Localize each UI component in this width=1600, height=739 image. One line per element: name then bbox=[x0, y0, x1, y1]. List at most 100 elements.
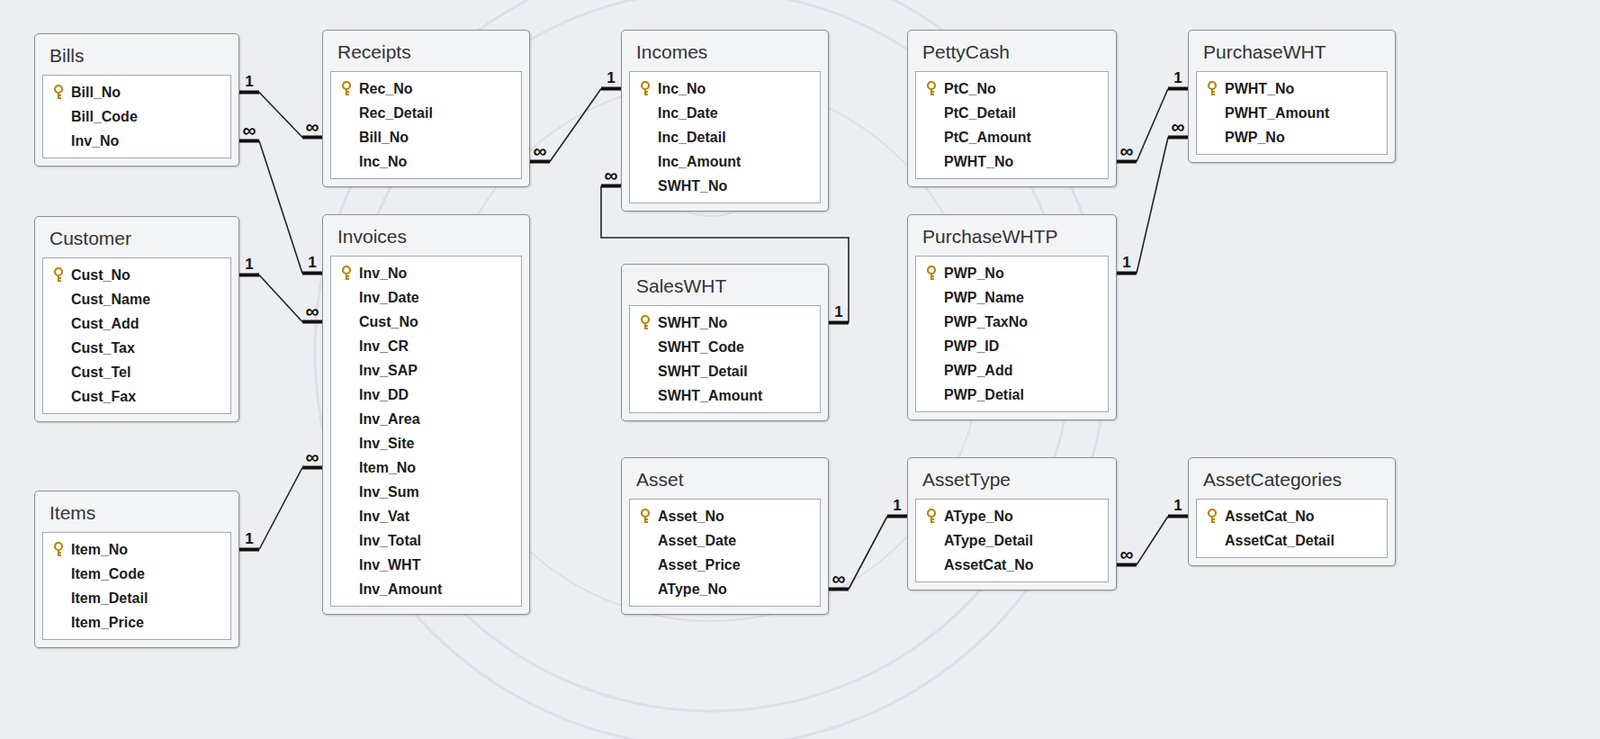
cardinality-mark: ∞ bbox=[305, 446, 320, 466]
field-row: Inc_No bbox=[331, 149, 522, 174]
field-name: Bill_No bbox=[359, 129, 409, 145]
cardinality-mark: ∞ bbox=[1120, 543, 1134, 563]
table-title: Bills bbox=[35, 34, 239, 75]
field-name: Inv_SAP bbox=[359, 362, 418, 378]
field-row: Inc_No bbox=[629, 76, 820, 101]
field-name: Inv_No bbox=[359, 265, 407, 281]
table-box: BillsBill_NoBill_CodeInv_No bbox=[34, 33, 240, 167]
relationship-line bbox=[828, 516, 908, 590]
table-title: PettyCash bbox=[907, 30, 1116, 72]
field-name: Item_No bbox=[359, 459, 416, 476]
seal-rings bbox=[314, 0, 1107, 739]
field-name: Item_No bbox=[71, 541, 128, 558]
field-row: Cust_Add bbox=[43, 311, 231, 336]
table-box: CustomerCust_NoCust_NameCust_AddCust_Tax… bbox=[34, 215, 240, 423]
relationship-end bbox=[1168, 514, 1188, 519]
field-row: Item_Code bbox=[43, 561, 231, 586]
cardinality-mark: ∞ bbox=[832, 567, 846, 587]
field-row: Inv_WHT bbox=[331, 552, 522, 577]
field-name: SWHT_Amount bbox=[657, 387, 763, 404]
relationship-end bbox=[1116, 160, 1137, 164]
field-row: Inv_Total bbox=[331, 528, 522, 553]
primary-key-icon bbox=[1204, 80, 1220, 97]
cardinality-mark: ∞ bbox=[533, 140, 548, 160]
table-title: SalesWHT bbox=[621, 264, 828, 306]
table-box: PurchaseWHTPPWP_NoPWP_NamePWP_TaxNoPWP_I… bbox=[907, 214, 1117, 421]
field-row: Inv_Area bbox=[331, 406, 522, 432]
field-row: Bill_No bbox=[331, 125, 522, 150]
field-name: SWHT_Code bbox=[657, 339, 745, 355]
field-name: PWP_No bbox=[1224, 129, 1286, 145]
field-row: Inc_Amount bbox=[629, 149, 820, 174]
field-name: PWP_TaxNo bbox=[943, 314, 1028, 330]
field-row: Inv_No bbox=[43, 128, 231, 153]
field-list: PWP_NoPWP_NamePWP_TaxNoPWP_IDPWP_AddPWP_… bbox=[915, 255, 1109, 413]
field-name: Inc_No bbox=[359, 153, 407, 170]
relationship-path bbox=[549, 89, 602, 162]
field-row: Inv_Amount bbox=[331, 576, 522, 602]
field-row: Rec_No bbox=[331, 76, 522, 101]
relationship-end bbox=[1116, 563, 1137, 567]
field-row: Item_Price bbox=[43, 610, 231, 635]
field-list: Inv_NoInv_DateCust_NoInv_CRInv_SAPInv_DD… bbox=[330, 255, 522, 607]
field-row: Cust_Fax bbox=[43, 384, 231, 409]
field-list: Cust_NoCust_NameCust_AddCust_TaxCust_Tel… bbox=[42, 257, 232, 414]
cardinality-mark: 1 bbox=[244, 255, 253, 271]
relationship-end bbox=[239, 273, 260, 278]
field-name: Inv_WHT bbox=[359, 557, 421, 573]
cardinality-mark: ∞ bbox=[1171, 116, 1186, 135]
field-row: PWHT_Amount bbox=[1196, 100, 1387, 126]
primary-key-icon bbox=[924, 508, 939, 524]
field-row: PWP_Add bbox=[916, 358, 1108, 383]
field-name: AType_No bbox=[943, 508, 1014, 524]
primary-key-icon bbox=[51, 84, 66, 100]
field-row: AType_No bbox=[629, 576, 820, 602]
field-name: Cust_Add bbox=[71, 315, 140, 332]
field-list: Asset_NoAsset_DateAsset_PriceAType_No bbox=[629, 498, 821, 607]
field-row: AType_No bbox=[916, 503, 1108, 529]
cardinality-mark: ∞ bbox=[1120, 140, 1134, 160]
field-row: PtC_Amount bbox=[916, 125, 1108, 150]
field-name: PWP_No bbox=[943, 265, 1005, 281]
field-row: Bill_No bbox=[43, 80, 231, 105]
field-name: Inv_Date bbox=[359, 289, 420, 306]
field-row: Item_No bbox=[331, 455, 522, 480]
relationship-end bbox=[239, 139, 260, 144]
field-name: Cust_No bbox=[71, 267, 131, 283]
relationship-end bbox=[239, 548, 260, 552]
field-name: Inc_Detail bbox=[657, 129, 727, 145]
field-row: PtC_Detail bbox=[916, 100, 1108, 126]
field-list: Bill_NoBill_CodeInv_No bbox=[42, 74, 232, 159]
field-row: Inv_Vat bbox=[331, 503, 522, 529]
table-title: AssetType bbox=[907, 458, 1116, 499]
field-row: Inv_No bbox=[331, 260, 522, 286]
field-row: Item_No bbox=[43, 537, 231, 562]
cardinality-mark: 1 bbox=[244, 530, 253, 546]
primary-key-icon bbox=[638, 314, 653, 331]
primary-key-icon bbox=[339, 265, 354, 281]
field-row: AssetCat_No bbox=[916, 552, 1108, 577]
primary-key-icon bbox=[1204, 508, 1220, 524]
field-name: Asset_Price bbox=[657, 557, 741, 573]
field-row: AType_Detail bbox=[916, 528, 1108, 553]
table-title: Asset bbox=[621, 458, 828, 499]
primary-key-icon bbox=[339, 80, 354, 97]
relationship-end bbox=[302, 271, 323, 276]
field-list: Rec_NoRec_DetailBill_NoInc_No bbox=[330, 71, 522, 180]
relationship-end bbox=[601, 87, 621, 91]
field-name: PWHT_Amount bbox=[1224, 105, 1330, 121]
cardinality-mark: 1 bbox=[244, 72, 253, 89]
field-row: Cust_Tax bbox=[43, 335, 231, 360]
relationship-path bbox=[259, 275, 303, 323]
table-title: Items bbox=[35, 491, 239, 532]
field-name: Rec_Detail bbox=[359, 105, 433, 121]
field-row: PWHT_No bbox=[1196, 76, 1387, 101]
cardinality-mark: 1 bbox=[1173, 69, 1182, 85]
field-row: Rec_Detail bbox=[331, 100, 522, 126]
field-row: Inv_Sum bbox=[331, 479, 522, 504]
field-name: AssetCat_No bbox=[1224, 508, 1315, 524]
field-name: Item_Price bbox=[71, 614, 144, 630]
field-row: PWP_Detial bbox=[916, 382, 1108, 407]
table-box: PurchaseWHTPWHT_NoPWHT_AmountPWP_No bbox=[1187, 29, 1396, 163]
relationship-line bbox=[239, 141, 323, 274]
